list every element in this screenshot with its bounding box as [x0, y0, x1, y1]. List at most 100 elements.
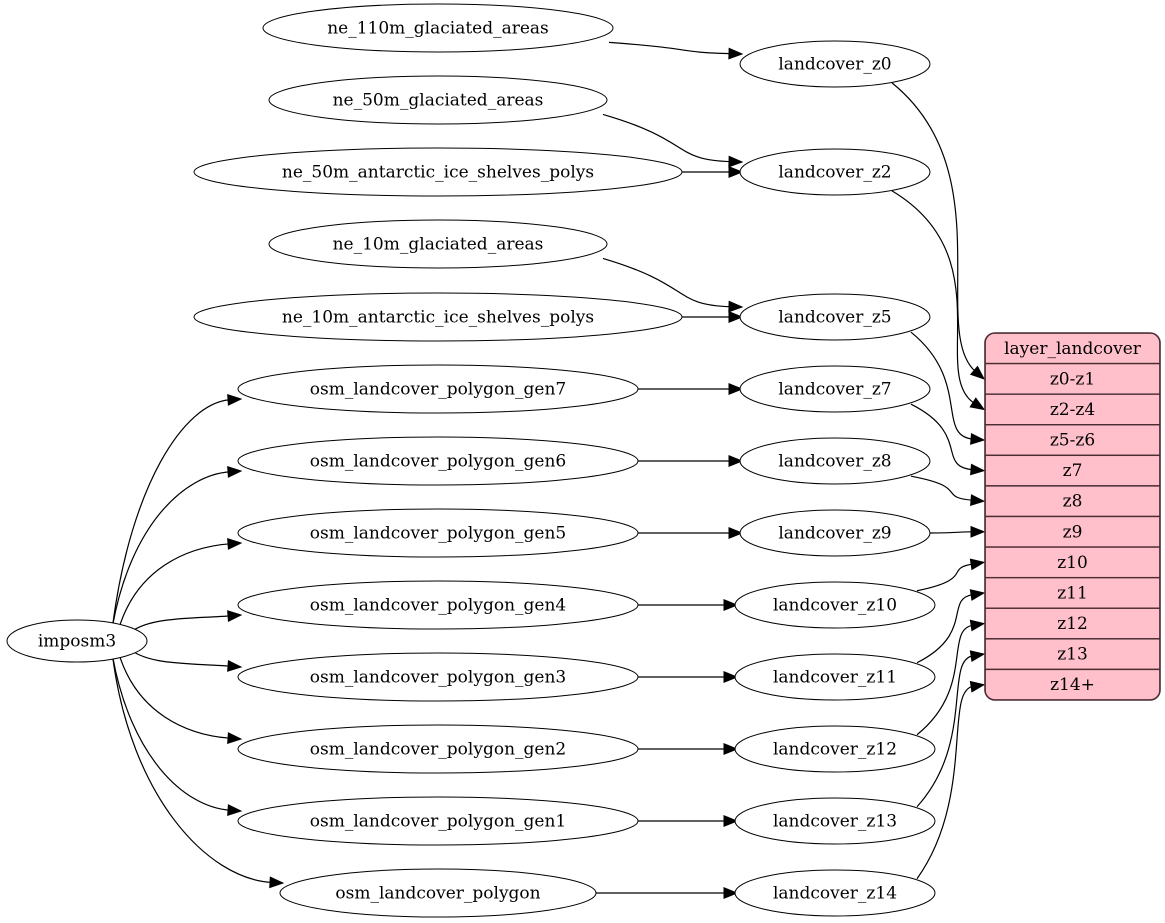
edge-arrowhead: [227, 732, 243, 744]
landcover-table-ellipse: [739, 148, 931, 196]
node-ne_50m_glaciated_areas[interactable]: ne_50m_glaciated_areas: [268, 75, 608, 125]
node-landcover_z10[interactable]: landcover_z10: [734, 581, 936, 629]
node-label: osm_landcover_polygon_gen6: [310, 452, 566, 472]
edge-landcover_z7-to-table-row-3: [910, 403, 974, 471]
edge-landcover_z2-to-table-row-1: [891, 190, 976, 405]
edge-landcover_z0-to-table-row-0: [891, 82, 977, 373]
node-ne_110m_glaciated_areas[interactable]: ne_110m_glaciated_areas: [262, 3, 614, 53]
landcover-table-ellipse: [734, 581, 936, 629]
node-label: osm_landcover_polygon: [335, 884, 540, 904]
node-landcover_z0[interactable]: landcover_z0: [739, 40, 931, 88]
node-osm_landcover_polygon_gen1[interactable]: osm_landcover_polygon_gen1: [237, 796, 639, 846]
node-label: osm_landcover_polygon_gen7: [310, 380, 566, 400]
edge-arrowhead: [728, 166, 744, 178]
edge-landcover_z10-to-table-row-6: [916, 563, 974, 592]
edge-arrowhead: [227, 804, 243, 816]
node-label: landcover_z5: [778, 308, 891, 328]
node-landcover_z12[interactable]: landcover_z12: [734, 725, 936, 773]
table-header-label: layer_landcover: [1004, 339, 1142, 359]
table-row[interactable]: z9: [985, 515, 1160, 548]
node-osm_landcover_polygon_gen7[interactable]: osm_landcover_polygon_gen7: [237, 364, 639, 414]
edge-arrowhead: [728, 155, 744, 168]
table-header-row[interactable]: layer_landcover: [985, 333, 1160, 365]
edge-landcover_z14-to-table-row-10: [916, 685, 974, 880]
table-row[interactable]: z10: [985, 546, 1160, 579]
source-table-ellipse: [237, 508, 639, 558]
edge-arrowhead: [969, 397, 986, 411]
edge-arrowhead: [969, 650, 986, 663]
node-label: ne_50m_glaciated_areas: [333, 91, 544, 111]
source-table-ellipse: [193, 292, 683, 342]
edge-arrowhead: [728, 311, 744, 323]
edge-arrowhead: [723, 743, 739, 755]
edge-landcover_z5-to-table-row-2: [910, 331, 974, 440]
node-label: ne_10m_antarctic_ice_shelves_polys: [282, 308, 594, 328]
node-osm_landcover_polygon_gen3[interactable]: osm_landcover_polygon_gen3: [237, 652, 639, 702]
node-landcover_z7[interactable]: landcover_z7: [739, 365, 931, 413]
table-row-cell: [985, 485, 1160, 518]
table-row[interactable]: z2-z4: [985, 393, 1160, 426]
source-table-ellipse: [268, 219, 608, 269]
edge-arrowhead: [728, 300, 744, 313]
table-row[interactable]: z7: [985, 454, 1160, 487]
edge-arrowhead: [970, 433, 986, 445]
table-row-cell: [985, 546, 1160, 579]
node-osm_landcover_polygon_gen6[interactable]: osm_landcover_polygon_gen6: [237, 436, 639, 486]
source-table-ellipse: [237, 436, 639, 486]
edge-arrowhead: [723, 887, 739, 899]
edge-landcover_z8-to-table-row-4: [910, 475, 974, 501]
table-row[interactable]: z11: [985, 576, 1160, 609]
node-landcover_z13[interactable]: landcover_z13: [734, 797, 936, 845]
edge-arrowhead: [227, 610, 243, 622]
edge-arrowhead: [728, 47, 744, 60]
node-imposm3[interactable]: imposm3: [6, 619, 148, 663]
node-landcover_z8[interactable]: landcover_z8: [739, 437, 931, 485]
node-landcover_z11[interactable]: landcover_z11: [734, 653, 936, 701]
landcover-table-ellipse: [734, 797, 936, 845]
table-row-label: z13: [1057, 645, 1088, 665]
table-row[interactable]: z13: [985, 638, 1160, 671]
node-ne_50m_antarctic_ice_shelves_polys[interactable]: ne_50m_antarctic_ice_shelves_polys: [193, 147, 683, 197]
node-osm_landcover_polygon_gen5[interactable]: osm_landcover_polygon_gen5: [237, 508, 639, 558]
edge-landcover_z9-to-table-row-5: [929, 531, 974, 534]
node-osm_landcover_polygon[interactable]: osm_landcover_polygon: [279, 868, 597, 918]
edge-imposm3-to-osm_landcover_polygon_gen1: [112, 656, 231, 811]
table-row[interactable]: z0-z1: [985, 362, 1160, 395]
node-label: landcover_z9: [778, 524, 891, 544]
node-label: landcover_z8: [778, 452, 891, 472]
edge-arrowhead: [969, 619, 986, 632]
table-row[interactable]: z14+: [985, 668, 1160, 700]
table-row[interactable]: z12: [985, 607, 1160, 640]
node-osm_landcover_polygon_gen2[interactable]: osm_landcover_polygon_gen2: [237, 724, 639, 774]
source-table-ellipse: [262, 3, 614, 53]
edge-arrowhead: [728, 527, 744, 539]
node-label: ne_10m_glaciated_areas: [333, 235, 544, 255]
node-landcover_z14[interactable]: landcover_z14: [734, 869, 936, 917]
importer-ellipse: [6, 619, 148, 663]
node-label: osm_landcover_polygon_gen3: [310, 668, 566, 688]
node-landcover_z2[interactable]: landcover_z2: [739, 148, 931, 196]
node-label: landcover_z11: [773, 668, 897, 688]
table-row-cell: [985, 607, 1160, 640]
table-row-cell: [985, 393, 1160, 426]
landcover-table-ellipse: [734, 725, 936, 773]
node-landcover_z9[interactable]: landcover_z9: [739, 509, 931, 557]
source-table-ellipse: [237, 580, 639, 630]
table-row[interactable]: z5-z6: [985, 424, 1160, 457]
node-label: osm_landcover_polygon_gen1: [310, 812, 566, 832]
landcover-table-ellipse: [739, 293, 931, 341]
node-ne_10m_glaciated_areas[interactable]: ne_10m_glaciated_areas: [268, 219, 608, 269]
edge-arrowhead: [728, 455, 744, 467]
node-osm_landcover_polygon_gen4[interactable]: osm_landcover_polygon_gen4: [237, 580, 639, 630]
table-row[interactable]: z8: [985, 485, 1160, 518]
edge-arrowhead: [723, 815, 739, 827]
table-row-label: z11: [1057, 583, 1088, 603]
node-label: ne_50m_antarctic_ice_shelves_polys: [282, 163, 594, 183]
edge-arrowhead: [970, 525, 986, 538]
table-row-label: z0-z1: [1050, 369, 1095, 389]
node-landcover_z5[interactable]: landcover_z5: [739, 293, 931, 341]
table-row-label: z12: [1057, 614, 1088, 634]
node-ne_10m_antarctic_ice_shelves_polys[interactable]: ne_10m_antarctic_ice_shelves_polys: [193, 292, 683, 342]
